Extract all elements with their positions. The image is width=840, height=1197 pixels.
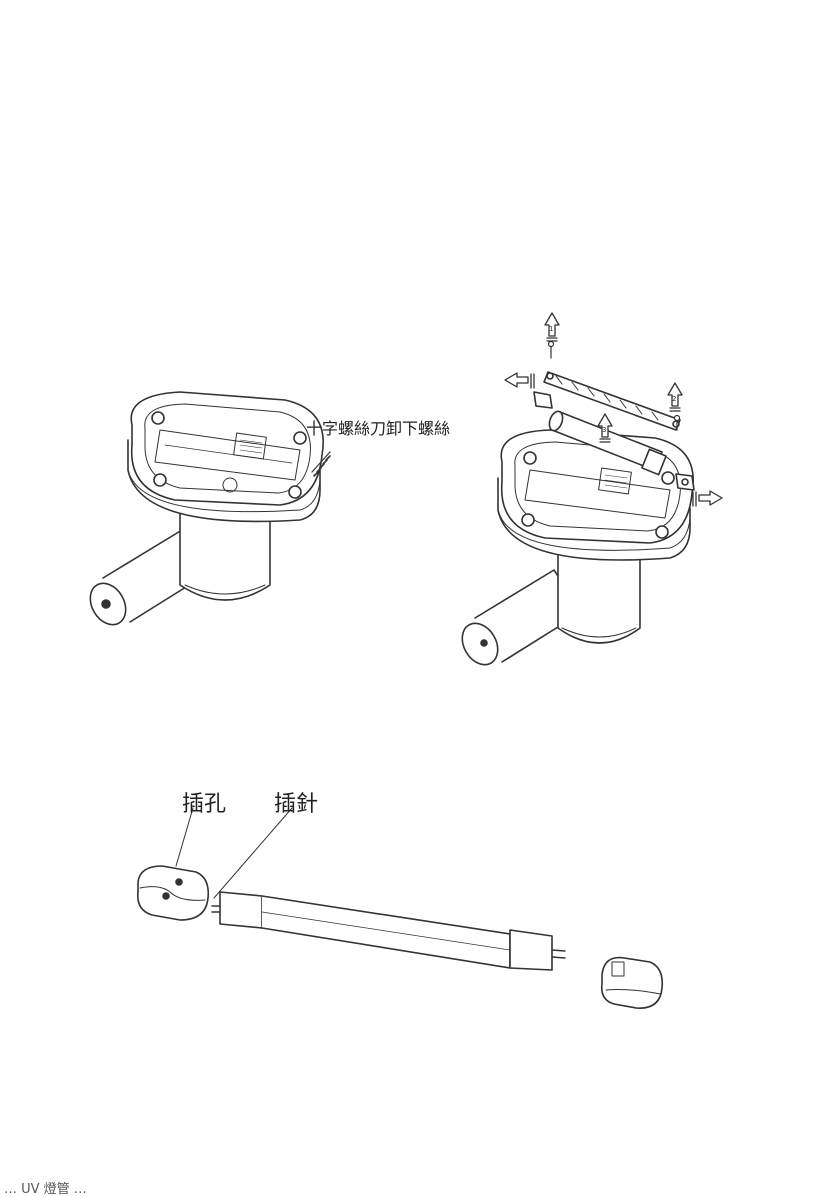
socket-right <box>602 958 663 1009</box>
socket-left <box>138 866 208 920</box>
pin-label: 插針 <box>274 786 318 818</box>
housing-right <box>498 430 693 560</box>
vertical-body-right <box>558 548 640 643</box>
left-unit <box>83 392 330 631</box>
housing-left <box>128 392 323 521</box>
screw-removal-label: 十字螺絲刀卸下螺絲 <box>306 415 450 439</box>
uv-tube <box>212 892 565 970</box>
socket-label: 插孔 <box>182 786 226 818</box>
right-unit <box>455 342 694 672</box>
step-arrow-up-1 <box>545 313 559 341</box>
step-arrow-up-2 <box>668 383 682 411</box>
footer-text: … UV 燈管 … <box>4 1178 87 1197</box>
step-arrow-left <box>505 373 534 388</box>
tube-detail <box>138 808 662 1008</box>
pin-leader-line <box>214 808 292 898</box>
step-arrow-right <box>693 491 722 506</box>
